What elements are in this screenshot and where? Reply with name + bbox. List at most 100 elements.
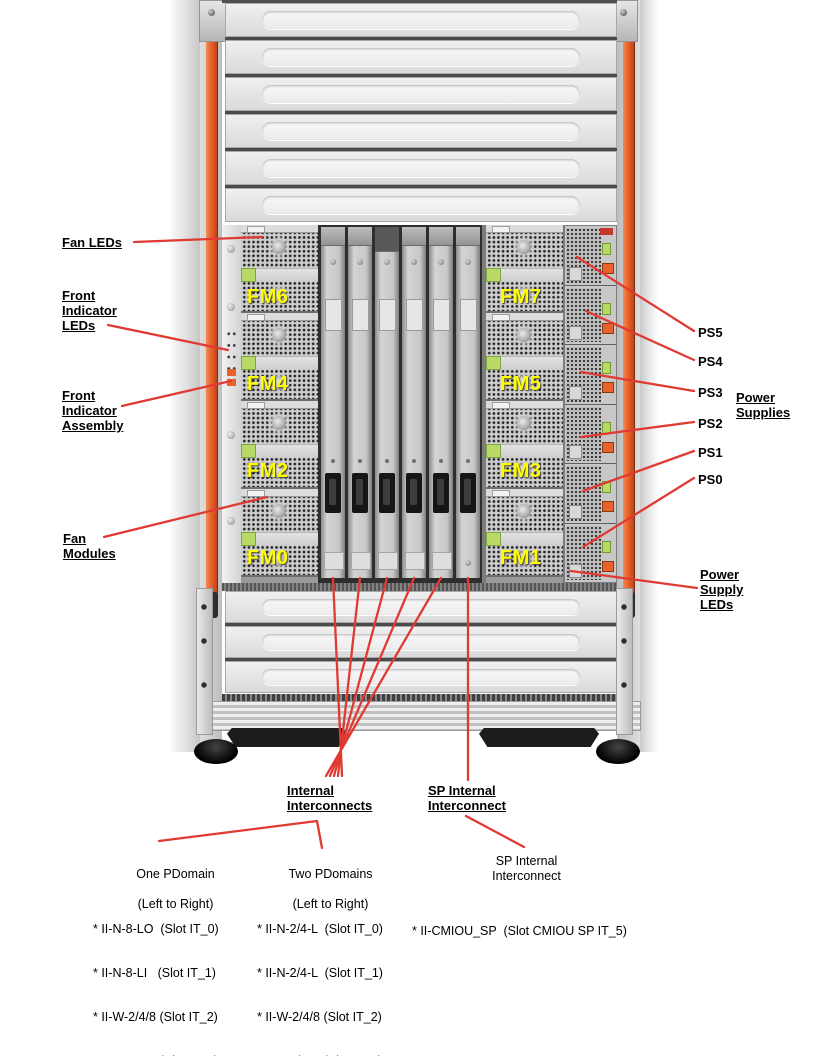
fan-column-left: [241, 225, 318, 583]
card-latch: [460, 473, 476, 513]
two-pdomains-slot-list: * II-N-2/4-L (Slot IT_0) * II-N-2/4-L (S…: [257, 893, 383, 1056]
filler-panel: [225, 626, 617, 658]
fan-module-fm5: [486, 313, 563, 401]
slot-list-item: * II-N-8-RI (Slot IT_3): [93, 1054, 219, 1056]
front-indicator-assembly-buttons: [227, 369, 236, 376]
fan-and-io-section: [222, 225, 617, 583]
card-latch: [325, 473, 341, 513]
internal-interconnect-card: [429, 227, 453, 578]
front-indicator-panel: [222, 225, 242, 583]
callout-line-one-pdomain: [157, 819, 319, 843]
fan-label-sticker: [247, 226, 265, 233]
fan-hub-icon: [272, 376, 286, 390]
corner-hardware-left: [196, 588, 213, 735]
fan-green-led: [486, 356, 501, 370]
fan-divider: [486, 356, 563, 369]
fan-label-sticker: [492, 490, 510, 497]
fan-led-strip: [241, 401, 318, 409]
slot-list-item: * II-N-8-LI (Slot IT_1): [93, 965, 216, 980]
fan-hub-icon: [272, 240, 286, 254]
card-top-cap: [456, 227, 480, 246]
slot-list-item: * II-N-2/4-R (Slot IT_3): [257, 1054, 383, 1056]
card-label-sticker: [325, 299, 342, 331]
card-latch: [352, 473, 368, 513]
fan-green-led: [241, 444, 256, 458]
fan-label-sticker: [492, 226, 510, 233]
label-ps3: PS3: [698, 385, 723, 400]
fan-module-label: FM4: [247, 373, 289, 395]
card-label-sticker: [379, 299, 396, 331]
fan-label-sticker: [247, 314, 265, 321]
psu-ps5: [565, 226, 616, 285]
card-label-sticker: [352, 299, 369, 331]
power-supply-column: [565, 226, 616, 582]
card-label-sticker: [406, 299, 423, 331]
fan-module-fm4: [241, 313, 318, 401]
fan-hub-icon: [272, 288, 286, 302]
card-top-cap: [429, 227, 453, 246]
card-led: [439, 459, 443, 463]
fan-module-label: FM2: [247, 460, 289, 482]
internal-interconnect-card: [402, 227, 426, 578]
one-pdomain-subtitle: (Left to Right): [137, 897, 214, 911]
bottom-vent-strip: [222, 694, 617, 701]
psu-latch: [602, 322, 614, 334]
screw-icon: [357, 259, 363, 265]
card-top-cap: [348, 227, 372, 246]
fan-module-fm1: [486, 489, 563, 577]
psu-green-led: [602, 421, 611, 434]
slot-list-item: * II-CMIOU_SP (Slot CMIOU SP IT_5): [412, 924, 627, 939]
fan-module-label: FM6: [247, 286, 289, 308]
fan-led-strip: [486, 313, 563, 321]
screw-icon: [465, 560, 471, 566]
callout-line-sp-footnote: [464, 814, 526, 849]
fan-hub-icon: [517, 552, 531, 566]
label-ps1: PS1: [698, 445, 723, 460]
fan-hub-icon: [272, 328, 286, 342]
label-ps0: PS0: [698, 472, 723, 487]
card-bottom-tab: [432, 552, 452, 570]
fan-led-strip: [486, 401, 563, 409]
fan-green-led: [241, 356, 256, 370]
internal-interconnect-card: [375, 227, 399, 578]
filler-panel: [225, 151, 617, 185]
fan-label-sticker: [247, 490, 265, 497]
chassis-top-edge: [222, 0, 617, 3]
psu-latch: [602, 560, 614, 572]
chassis-divider-rail: [222, 583, 617, 591]
fan-column-right: [486, 225, 563, 583]
fan-hub-icon: [517, 240, 531, 254]
filler-panel: [225, 661, 617, 693]
card-led: [412, 459, 416, 463]
screw-icon: [227, 303, 235, 311]
fan-led-strip: [241, 313, 318, 321]
fan-module-label: FM5: [500, 373, 542, 395]
card-bottom-tab: [378, 552, 398, 570]
fan-hub-icon: [517, 504, 531, 518]
label-fan-leds: Fan LEDs: [62, 235, 122, 250]
leveling-foot-left: [194, 739, 238, 764]
label-sp-internal-interconnect: SP Internal Interconnect: [428, 783, 507, 813]
upper-filler-bay: [225, 3, 617, 222]
psu-latch: [602, 382, 614, 393]
internal-interconnect-card: [348, 227, 372, 578]
fan-divider: [241, 268, 318, 281]
slot-list-item: * II-N-2/4-L (Slot IT_0): [257, 922, 383, 937]
label-ps4: PS4: [698, 354, 723, 369]
fan-label-sticker: [492, 402, 510, 409]
psu-led-block: [569, 504, 582, 519]
label-ps5: PS5: [698, 325, 723, 340]
fan-hub-icon: [517, 328, 531, 342]
fan-hub-icon: [272, 464, 286, 478]
fan-divider: [486, 268, 563, 281]
psu-ps0: [565, 523, 616, 582]
fan-divider: [486, 532, 563, 545]
psu-led-block: [569, 385, 582, 400]
two-pdomains-subtitle: (Left to Right): [292, 897, 369, 911]
card-latch: [406, 473, 422, 513]
fan-module-fm2: [241, 401, 318, 489]
card-led: [358, 459, 362, 463]
fan-green-led: [486, 532, 501, 546]
sp-internal-slot-list: * II-CMIOU_SP (Slot CMIOU SP IT_5): [412, 895, 627, 968]
fan-label-sticker: [492, 314, 510, 321]
